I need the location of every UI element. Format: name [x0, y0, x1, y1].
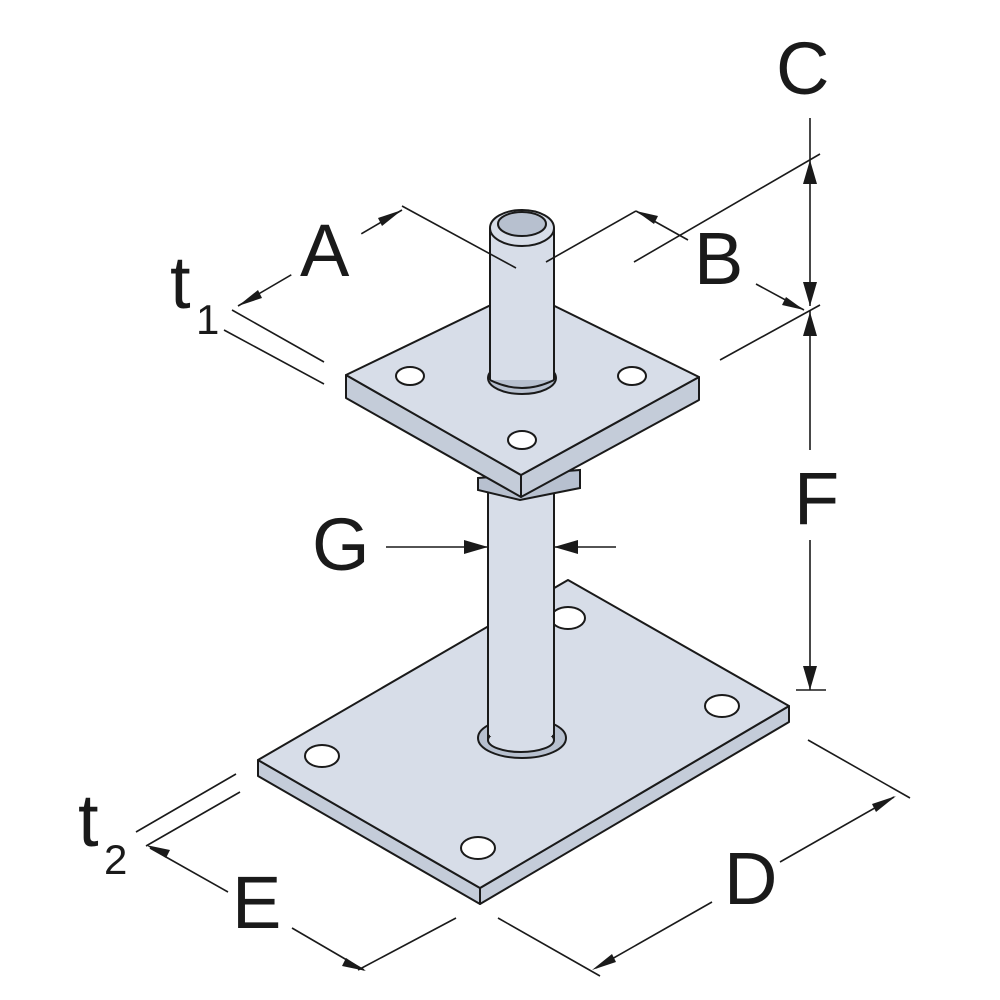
dim-b-ext-bottom	[719, 304, 821, 361]
dim-b-ext-top	[633, 153, 821, 263]
bottom-hole-left	[304, 744, 340, 768]
top-hole-front	[507, 430, 537, 450]
dim-b-arrow-right	[782, 297, 804, 310]
bottom-hole-front	[460, 836, 496, 860]
label-c: C	[776, 27, 829, 110]
label-t2-subscript: 2	[104, 836, 127, 883]
dim-d-arrow-left	[592, 954, 616, 970]
dim-t1-lower	[223, 329, 325, 385]
dim-a-ext-right	[401, 205, 517, 269]
dim-a-gap	[286, 225, 368, 286]
dim-t1-upper	[231, 309, 325, 363]
dim-d-ext-right	[807, 739, 911, 799]
dim-g-arrow-right	[554, 540, 578, 554]
dimensions	[135, 118, 911, 977]
dim-e-arrow-left	[146, 845, 170, 858]
post-fill	[490, 480, 552, 736]
labels: A B C D E F G t 1 t 2	[78, 27, 839, 944]
top-hole-left	[395, 366, 425, 386]
pin-chamfer	[497, 211, 547, 237]
dim-b-ext-left	[545, 210, 637, 263]
dim-f-arrow-top	[803, 312, 817, 336]
dim-b-arrow-left	[636, 211, 658, 224]
pin-body	[490, 228, 554, 380]
label-t1: t	[170, 241, 191, 324]
dim-f-arrow-bottom	[803, 666, 817, 690]
label-g: G	[312, 503, 370, 586]
label-b: B	[694, 217, 743, 300]
dim-c-arrow-bottom	[803, 282, 817, 306]
label-t1-subscript: 1	[196, 296, 219, 343]
dim-d-ext-left	[497, 917, 601, 977]
label-a: A	[300, 209, 350, 292]
dim-d-line-1	[595, 901, 713, 969]
dim-t2-upper	[135, 773, 237, 833]
label-d: D	[724, 837, 777, 920]
dim-t2-lower	[145, 791, 241, 847]
central-post	[477, 468, 581, 753]
bottom-hole-right	[704, 694, 740, 718]
label-t2: t	[78, 779, 99, 862]
label-f: F	[794, 457, 839, 540]
pin-bottom-curve	[489, 379, 555, 389]
top-pin	[489, 209, 555, 389]
dim-a-arrow-right	[378, 210, 402, 226]
bottom-hole-back	[550, 606, 586, 630]
label-e: E	[232, 861, 281, 944]
top-hole-right	[617, 366, 647, 386]
dim-c-arrow-top	[803, 160, 817, 184]
dim-a-arrow-left	[238, 290, 262, 306]
dim-g-arrow-left	[464, 540, 488, 554]
dim-e-ext-right	[357, 917, 457, 971]
dim-d-arrow-right	[872, 796, 896, 812]
dim-e-arrow-right	[342, 958, 366, 971]
